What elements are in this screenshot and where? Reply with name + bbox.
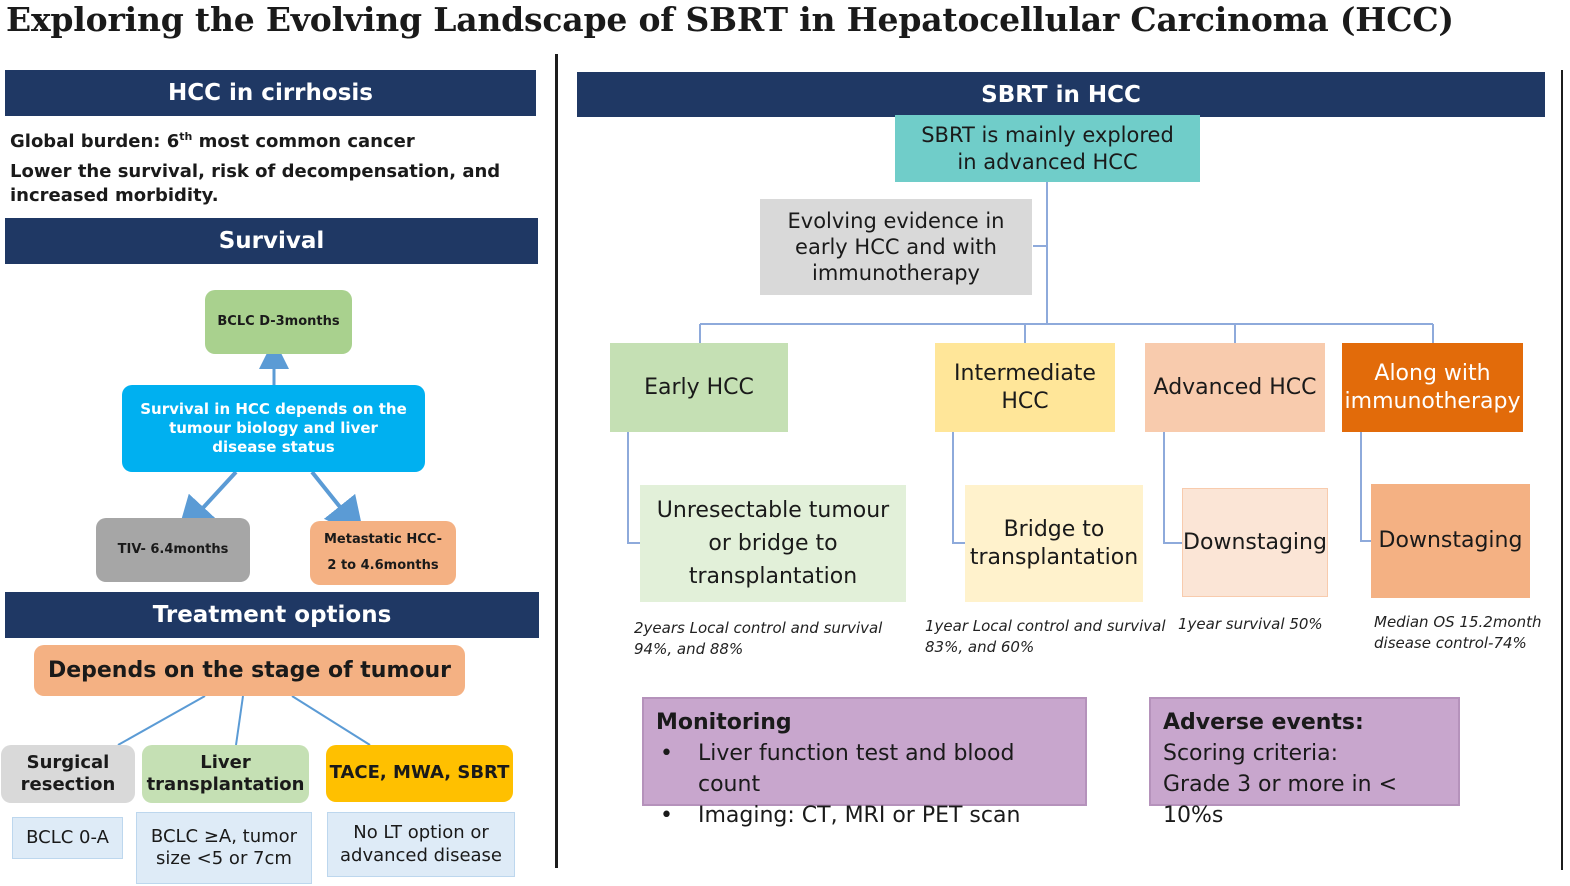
- page-title: Exploring the Evolving Landscape of SBRT…: [6, 0, 1454, 39]
- sbrt-main-box: SBRT is mainly explored in advanced HCC: [895, 115, 1200, 182]
- role-early-box: Unresectable tumour or bridge to transpl…: [640, 485, 906, 602]
- stage-advanced-box: Advanced HCC: [1145, 343, 1325, 432]
- monitoring-item: Liver function test and blood count: [656, 738, 1073, 800]
- metastatic-line2: 2 to 4.6months: [327, 558, 439, 573]
- stage-early-box: Early HCC: [610, 343, 788, 432]
- metastatic-box: Metastatic HCC- 2 to 4.6months: [310, 521, 456, 585]
- hcc-cirrhosis-header: HCC in cirrhosis: [5, 70, 536, 116]
- bclc-d-box: BCLC D-3months: [205, 290, 352, 354]
- liver-transplantation-box: Liver transplantation: [142, 745, 309, 803]
- outcome-early: 2years Local control and survival 94%, a…: [634, 619, 883, 658]
- role-intermediate-box: Bridge to transplantation: [965, 485, 1143, 602]
- monitoring-panel: Monitoring Liver function test and blood…: [642, 697, 1087, 831]
- impact-text: Lower the survival, risk of decompensati…: [10, 161, 501, 206]
- global-burden-suffix: most common cancer: [192, 131, 415, 152]
- tace-mwa-sbrt-box: TACE, MWA, SBRT: [326, 745, 513, 802]
- tiv-box: TIV- 6.4months: [96, 518, 250, 582]
- role-immunotherapy-box: Downstaging: [1371, 484, 1530, 598]
- outcome-advanced: 1year survival 50%: [1178, 615, 1323, 633]
- stage-dependency-box: Depends on the stage of tumour: [34, 645, 465, 696]
- stage-intermediate-box: Intermediate HCC: [935, 343, 1115, 432]
- metastatic-line1: Metastatic HCC-: [323, 532, 443, 547]
- stage-immunotherapy-box: Along with immunotherapy: [1342, 343, 1523, 432]
- treatment-header: Treatment options: [5, 592, 539, 638]
- monitoring-title: Monitoring: [656, 710, 792, 735]
- monitoring-item: Imaging: CT, MRI or PET scan: [656, 800, 1073, 831]
- global-burden-text: Global burden: 6th most common cancer: [10, 125, 550, 154]
- evolving-evidence-box: Evolving evidence in early HCC and with …: [760, 199, 1032, 295]
- global-burden-superscript: th: [179, 130, 193, 143]
- global-burden-prefix: Global burden: 6: [10, 131, 180, 152]
- column-divider: [555, 54, 558, 868]
- adverse-events-panel: Adverse events: Scoring criteria: Grade …: [1149, 697, 1460, 828]
- monitoring-list: Liver function test and blood count Imag…: [656, 738, 1073, 831]
- transplant-criteria-box: BCLC ≥A, tumor size <5 or 7cm: [136, 812, 312, 884]
- survival-header: Survival: [5, 218, 538, 264]
- adverse-events-grade: Grade 3 or more in < 10%s: [1163, 772, 1398, 828]
- outcome-intermediate: 1year Local control and survival 83%, an…: [925, 617, 1166, 656]
- sbrt-header: SBRT in HCC: [577, 72, 1545, 117]
- outcome-immunotherapy: Median OS 15.2month disease control-74%: [1374, 613, 1542, 652]
- survival-determinants-box: Survival in HCC depends on the tumour bi…: [122, 385, 425, 472]
- surgical-resection-box: Surgical resection: [1, 745, 135, 803]
- role-advanced-box: Downstaging: [1182, 488, 1328, 597]
- surgical-criteria-box: BCLC 0-A: [12, 817, 123, 859]
- tace-criteria-box: No LT option or advanced disease: [327, 812, 515, 877]
- adverse-events-criteria: Scoring criteria:: [1163, 741, 1339, 766]
- right-border: [1561, 70, 1563, 870]
- adverse-events-title: Adverse events:: [1163, 710, 1364, 735]
